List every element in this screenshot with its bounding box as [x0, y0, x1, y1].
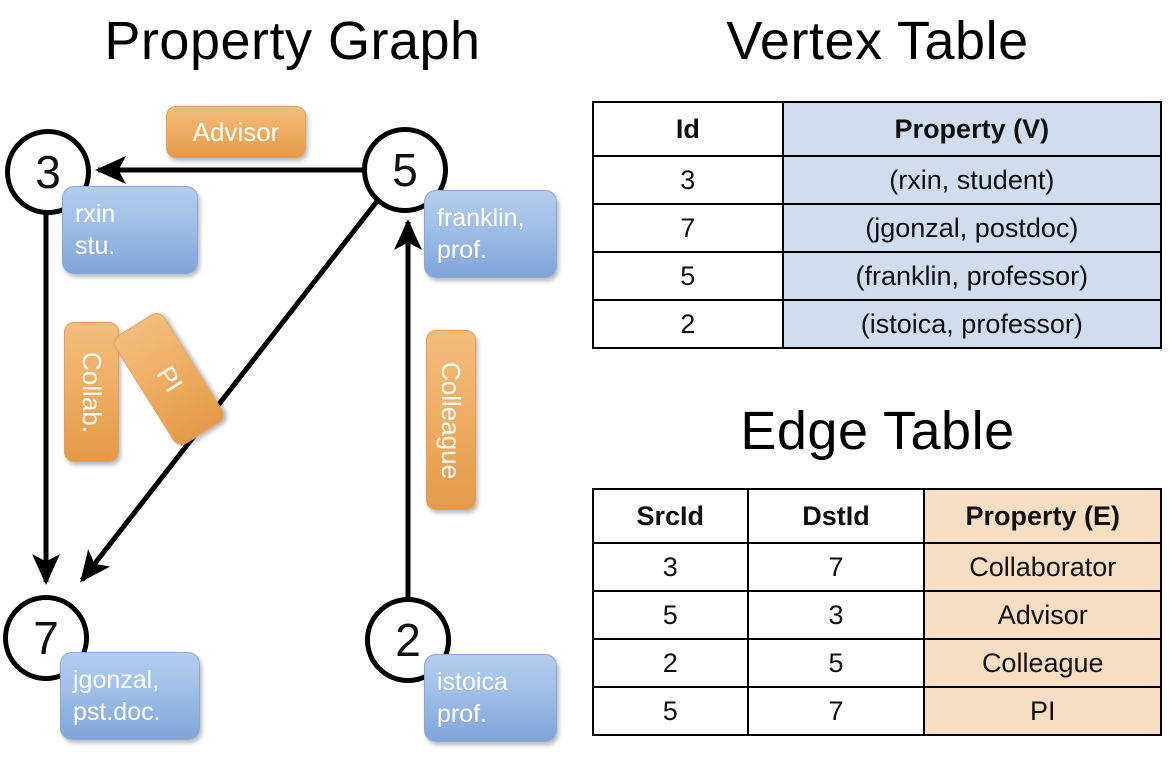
edge-label-advisor: Advisor	[166, 106, 306, 158]
node-property-line: pst.doc.	[73, 698, 161, 726]
edge-label-pi-text: PI	[150, 360, 189, 398]
vertex-table-header-property: Property (V)	[781, 101, 1163, 157]
node-property-box-3: rxin stu.	[62, 186, 198, 274]
edge-table-header-srcid: SrcId	[592, 488, 749, 544]
table-row: 5 3 Advisor	[592, 590, 1162, 640]
graph-edges-svg	[32, 156, 422, 598]
node-property-line: istoica	[437, 668, 508, 696]
edge-cell-srcid: 2	[592, 638, 749, 688]
graph-node-5[interactable]: 5	[362, 127, 448, 213]
edge-cell-srcid: 5	[592, 686, 749, 736]
table-row: 5 (franklin, professor)	[592, 251, 1163, 301]
edge-label-colleague-text: Colleague	[436, 361, 467, 479]
edge-table-header-property: Property (E)	[923, 488, 1162, 544]
table-row: 3 (rxin, student)	[592, 155, 1163, 205]
edge-table-header-dstid: DstId	[746, 488, 926, 544]
edge-cell-property: Advisor	[923, 590, 1162, 640]
edge-table-header-row: SrcId DstId Property (E)	[592, 488, 1162, 544]
edge-cell-dstid: 5	[746, 638, 926, 688]
edge-cell-property: Colleague	[923, 638, 1162, 688]
node-property-line: rxin	[75, 200, 116, 228]
page-title-edge-table: Edge Table	[740, 401, 1015, 461]
edge-cell-dstid: 7	[746, 542, 926, 592]
edge-table: SrcId DstId Property (E) 3 7 Collaborato…	[592, 488, 1162, 736]
vertex-cell-id: 5	[592, 251, 784, 301]
node-property-line: stu.	[75, 232, 116, 260]
vertex-cell-property: (rxin, student)	[781, 155, 1163, 205]
edge-label-colleague: Colleague	[426, 330, 476, 510]
edge-cell-dstid: 7	[746, 686, 926, 736]
page-title-vertex-table: Vertex Table	[726, 11, 1029, 71]
vertex-table-header-id: Id	[592, 101, 784, 157]
vertex-cell-id: 2	[592, 299, 784, 349]
vertex-cell-id: 7	[592, 203, 784, 253]
table-row: 7 (jgonzal, postdoc)	[592, 203, 1163, 253]
table-row: 2 (istoica, professor)	[592, 299, 1163, 349]
vertex-cell-id: 3	[592, 155, 784, 205]
node-property-box-2: istoica prof.	[424, 654, 557, 742]
edge-5-to-7	[80, 198, 380, 583]
table-row: 3 7 Collaborator	[592, 542, 1162, 592]
edge-label-collab: Collab.	[64, 322, 119, 462]
edge-cell-srcid: 5	[592, 590, 749, 640]
edge-cell-property: PI	[923, 686, 1162, 736]
vertex-cell-property: (jgonzal, postdoc)	[781, 203, 1163, 253]
vertex-table: Id Property (V) 3 (rxin, student) 7 (jgo…	[592, 101, 1163, 349]
edge-label-collab-text: Collab.	[77, 351, 107, 433]
table-row: 2 5 Colleague	[592, 638, 1162, 688]
node-property-line: prof.	[437, 700, 488, 728]
node-property-box-5: franklin, prof.	[424, 190, 557, 278]
vertex-table-header-row: Id Property (V)	[592, 101, 1163, 157]
node-property-line: franklin,	[437, 204, 525, 232]
node-property-line: jgonzal,	[73, 666, 160, 694]
edge-cell-property: Collaborator	[923, 542, 1162, 592]
edge-cell-srcid: 3	[592, 542, 749, 592]
edge-cell-dstid: 3	[746, 590, 926, 640]
vertex-cell-property: (franklin, professor)	[781, 251, 1163, 301]
property-graph-diagram: 3 5 7 2 rxin stu. franklin, prof. jgonza…	[3, 106, 557, 742]
graph-node-2[interactable]: 2	[365, 597, 451, 683]
node-property-box-7: jgonzal, pst.doc.	[60, 652, 200, 740]
node-property-line: prof.	[437, 236, 488, 264]
vertex-cell-property: (istoica, professor)	[781, 299, 1163, 349]
table-row: 5 7 PI	[592, 686, 1162, 736]
page-title-property-graph: Property Graph	[104, 11, 481, 71]
